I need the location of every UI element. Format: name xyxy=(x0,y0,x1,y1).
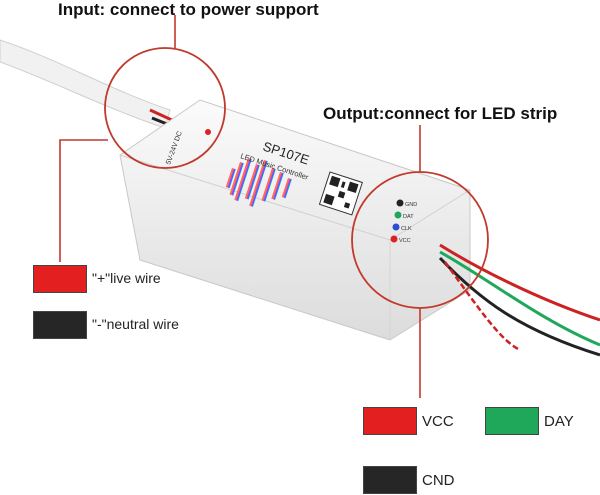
vcc-swatch xyxy=(363,407,417,435)
day-swatch xyxy=(485,407,539,435)
pin-label-0: GND xyxy=(405,202,417,208)
pin-gnd-dot xyxy=(396,199,404,207)
pin-label-2: CLK xyxy=(401,226,412,232)
soundwave-logo xyxy=(225,157,292,207)
pin-label-3: VCC xyxy=(399,238,411,244)
cnd-label: CND xyxy=(422,472,455,489)
qr-code xyxy=(318,171,363,216)
pin-clk-dot xyxy=(392,223,400,231)
pin-dat-dot xyxy=(394,211,402,219)
live-wire-label: "+"live wire xyxy=(92,270,161,286)
input-title: Input: connect to power support xyxy=(58,0,319,19)
output-title: Output:connect for LED strip xyxy=(323,104,558,123)
cnd-swatch xyxy=(363,466,417,494)
input-callout-circle xyxy=(104,47,226,169)
day-label: DAY xyxy=(544,413,574,430)
pin-label-1: DAT xyxy=(403,214,414,220)
power-led xyxy=(205,129,211,135)
controller-body xyxy=(119,99,471,341)
live-wire-swatch xyxy=(33,265,87,293)
neutral-wire-label: "-"neutral wire xyxy=(92,316,179,332)
pin-vcc-dot xyxy=(390,235,398,243)
vcc-label: VCC xyxy=(422,413,454,430)
neutral-wire-swatch xyxy=(33,311,87,339)
